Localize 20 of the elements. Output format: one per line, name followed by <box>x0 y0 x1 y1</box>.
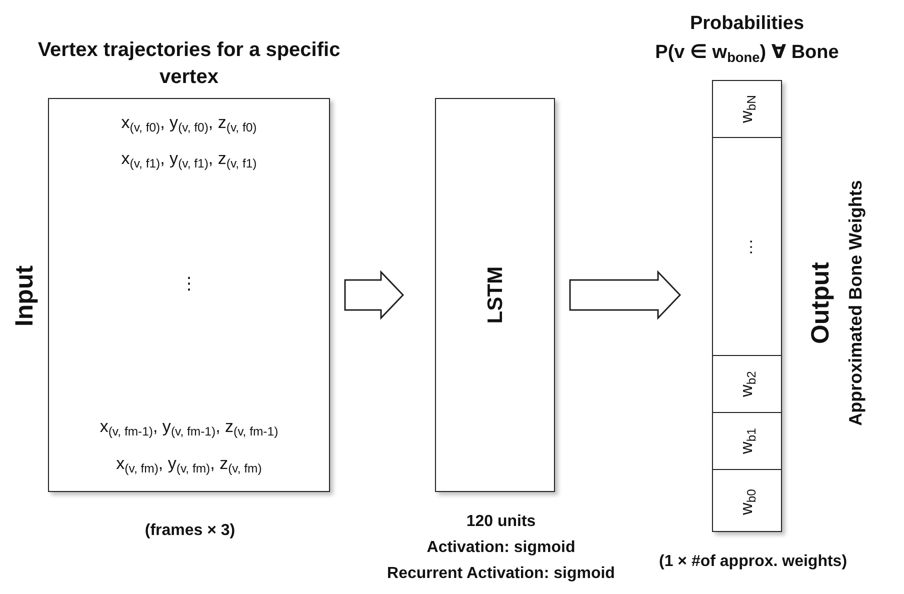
side-label: Approximated Bone Weights <box>846 180 866 426</box>
dimension-note: (1 × #of approx. weights) <box>658 553 848 571</box>
formula: x$_{(v, fm-1)}$, y$_{(v, fm-1)}$, z$_{(v, fm-1)}$ <box>98 417 280 437</box>
formula: x$_{(v, fm)}$, y$_{(v, fm)}$, z$_{(v, fm)}$ <box>115 454 263 474</box>
dimension-note: (frames × 3) <box>144 522 236 540</box>
heading: P(v ∈ w$_{bone}$) ∀ Bone <box>654 41 840 66</box>
formula: x$_{(v, f1)}$, y$_{(v, f1)}$, z$_{(v, f1)}$ <box>120 149 258 169</box>
heading: Probabilities <box>688 12 806 36</box>
block-arrow <box>569 270 682 320</box>
ellipsis: ⋮ <box>180 274 198 294</box>
layer-label: LSTM <box>484 266 508 324</box>
formula: x$_{(v, f0)}$, y$_{(v, f0)}$, z$_{(v, f0)}$ <box>120 113 258 133</box>
layer-note: 120 units <box>466 513 536 531</box>
weight-label: … <box>737 238 757 255</box>
side-label: Input <box>10 265 40 327</box>
layer-note: Recurrent Activation: sigmoid <box>387 565 615 583</box>
layer-note: Activation: sigmoid <box>426 539 576 557</box>
heading: Vertex trajectories for a specific vertex <box>36 38 342 90</box>
block-arrow <box>344 270 404 320</box>
side-label: Output <box>806 262 836 344</box>
